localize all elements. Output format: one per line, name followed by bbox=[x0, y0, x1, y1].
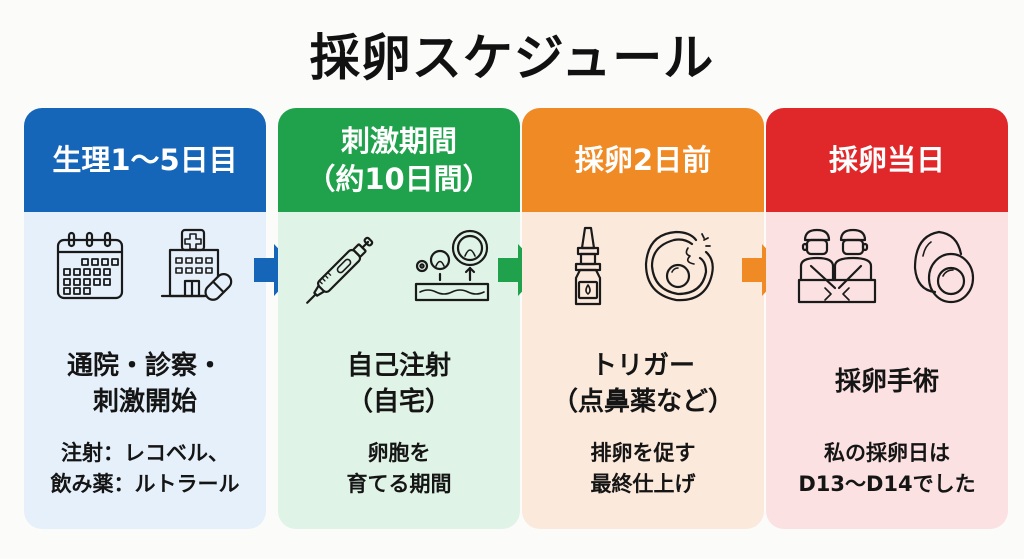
step-sub-line: 飲み薬：ルトラール bbox=[50, 472, 240, 496]
arrow-right-icon bbox=[498, 244, 542, 296]
step-main-line: 通院・診察・ bbox=[66, 351, 223, 381]
step-sub-line: 育てる期間 bbox=[346, 472, 452, 496]
step-sub-line: 私の採卵日は bbox=[824, 441, 950, 465]
step-card-1: 生理1〜5日目 bbox=[24, 108, 266, 529]
step-card-2: 刺激期間 （約10日間） bbox=[278, 108, 520, 529]
arrow-right-icon bbox=[254, 244, 298, 296]
egg-icon bbox=[909, 226, 979, 310]
step-card-4: 採卵当日 bbox=[766, 108, 1008, 529]
arrow-right-icon bbox=[742, 244, 786, 296]
injection-pen-icon bbox=[306, 226, 382, 310]
step-sub-line: 排卵を促す bbox=[590, 441, 696, 465]
step-header: 生理1〜5日目 bbox=[24, 108, 266, 212]
surgeons-icon bbox=[795, 226, 879, 310]
step-header: 刺激期間 （約10日間） bbox=[278, 108, 520, 212]
step-header-line: 採卵2日前 bbox=[574, 143, 712, 177]
step-header: 採卵当日 bbox=[766, 108, 1008, 212]
step-sub-line: 最終仕上げ bbox=[590, 472, 696, 496]
step-header-line: 刺激期間 bbox=[340, 124, 457, 158]
step-sub-line: D13〜D14でした bbox=[798, 472, 976, 496]
step-main-line: 刺激開始 bbox=[92, 387, 197, 417]
step-main-line: 自己注射 bbox=[346, 351, 451, 381]
ovulation-icon bbox=[640, 226, 720, 310]
step-header-line: 採卵当日 bbox=[828, 143, 945, 177]
step-main-line: （自宅） bbox=[346, 387, 451, 417]
nasal-spray-icon bbox=[566, 224, 610, 312]
step-main-line: トリガー bbox=[590, 351, 695, 381]
step-main-line: 採卵手術 bbox=[834, 367, 939, 397]
step-main-line: （点鼻薬など） bbox=[551, 387, 734, 417]
step-sub-line: 注射：レコベル、 bbox=[61, 441, 229, 465]
hospital-pill-icon bbox=[158, 226, 238, 310]
follicle-growth-icon bbox=[412, 226, 492, 310]
page-title: 採卵スケジュール bbox=[309, 29, 715, 87]
step-sub-line: 卵胞を bbox=[367, 441, 431, 465]
step-header-line: （約10日間） bbox=[306, 162, 492, 196]
step-header: 採卵2日前 bbox=[522, 108, 764, 212]
calendar-icon bbox=[52, 228, 128, 308]
step-header-line: 生理1〜5日目 bbox=[52, 143, 238, 177]
step-card-3: 採卵2日前 トリガー （点鼻薬 bbox=[522, 108, 764, 529]
